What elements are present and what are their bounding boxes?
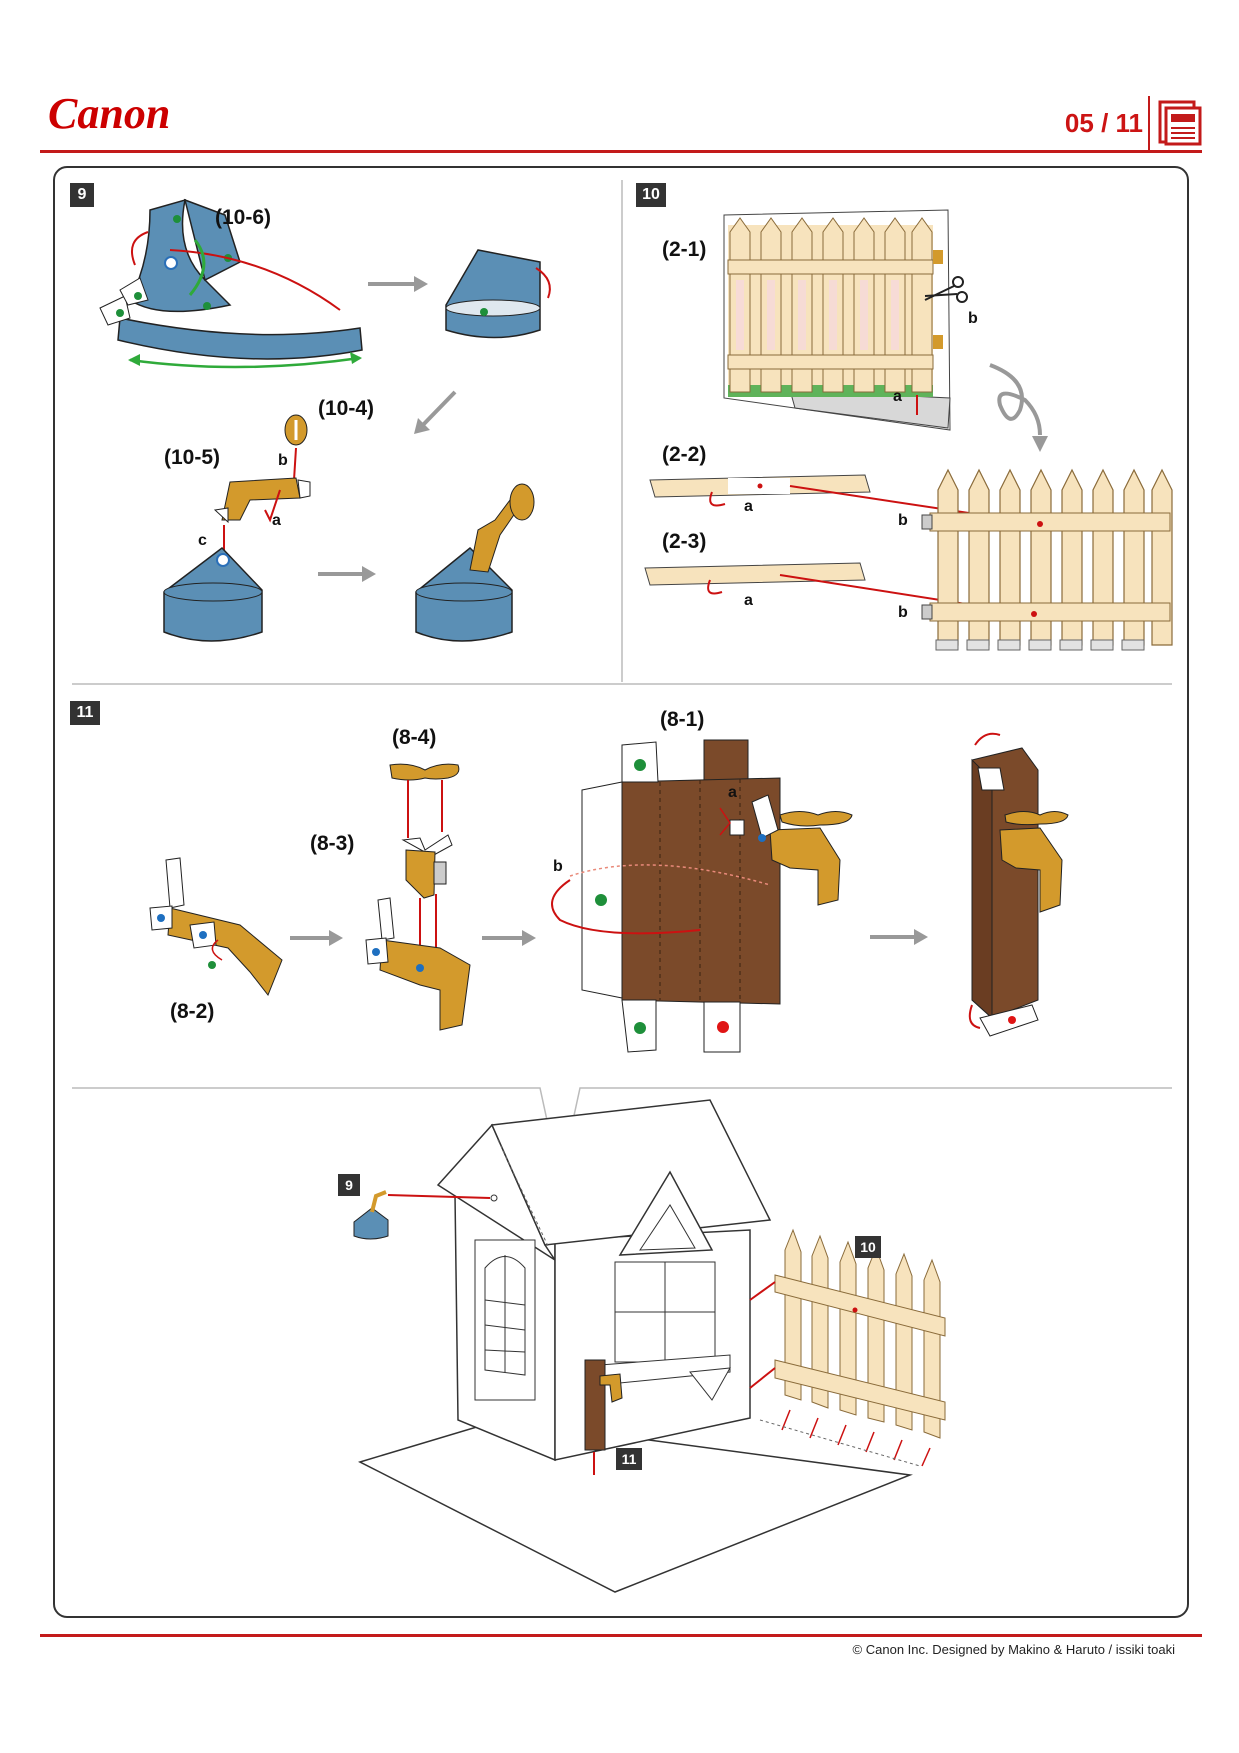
instruction-frame bbox=[53, 166, 1189, 1618]
overview-tag-11: 11 bbox=[616, 1448, 642, 1470]
overview-tag-10: 10 bbox=[855, 1236, 881, 1258]
part-label-10-6: (10-6) bbox=[215, 206, 272, 229]
fold-label-b: b bbox=[553, 858, 563, 875]
part-label-8-2: (8-2) bbox=[170, 1000, 215, 1023]
footer-rule bbox=[40, 1634, 1202, 1637]
step-badge-9: 9 bbox=[70, 183, 94, 207]
document-icon[interactable] bbox=[1158, 100, 1202, 146]
fold-label-b: b bbox=[898, 604, 908, 621]
page-indicator: 05 / 11 bbox=[1064, 108, 1143, 138]
step-badge-10: 10 bbox=[636, 183, 666, 207]
part-label-2-2: (2-2) bbox=[662, 443, 707, 466]
part-label-8-3: (8-3) bbox=[310, 832, 355, 855]
part-label-8-4: (8-4) bbox=[392, 726, 437, 749]
overview-tag-9: 9 bbox=[338, 1174, 360, 1196]
fold-label-a: a bbox=[272, 512, 281, 529]
fold-label-a: a bbox=[744, 498, 753, 515]
fold-label-c: c bbox=[198, 532, 207, 549]
part-label-2-3: (2-3) bbox=[662, 530, 707, 553]
part-label-10-5: (10-5) bbox=[164, 446, 221, 469]
part-label-10-4: (10-4) bbox=[318, 397, 375, 420]
part-label-2-1: (2-1) bbox=[662, 238, 707, 261]
copyright-credit: © Canon Inc. Designed by Makino & Haruto… bbox=[852, 1642, 1175, 1657]
fold-label-b: b bbox=[278, 452, 288, 469]
fold-label-a: a bbox=[893, 388, 902, 405]
fold-label-a: a bbox=[728, 784, 737, 801]
canon-logo: Canon bbox=[48, 89, 171, 138]
header-rule bbox=[40, 150, 1202, 153]
header-divider bbox=[1148, 96, 1150, 150]
step-badge-11: 11 bbox=[70, 701, 100, 725]
fold-label-b: b bbox=[898, 512, 908, 529]
fold-label-b: b bbox=[968, 310, 978, 327]
part-label-8-1: (8-1) bbox=[660, 708, 705, 731]
fold-label-a: a bbox=[744, 592, 753, 609]
